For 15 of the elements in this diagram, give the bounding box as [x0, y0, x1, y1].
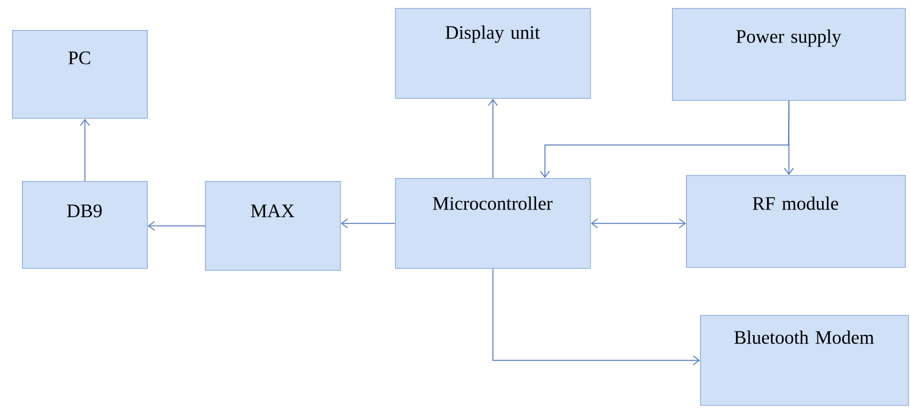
- arrow: [590, 218, 686, 228]
- block-box: Bluetooth Modem: [700, 314, 909, 406]
- block-box: MAX: [205, 180, 341, 271]
- arrow: [80, 118, 90, 182]
- block-box: Microcontroller: [395, 178, 591, 269]
- block-box: PC: [12, 30, 148, 119]
- arrow: [492, 268, 700, 366]
- arrow: [148, 220, 206, 231]
- arrow: [540, 100, 790, 178]
- block-box: DB9: [22, 180, 148, 269]
- block-box: Display unit: [395, 8, 591, 99]
- arrow: [488, 98, 498, 178]
- block-box: Power supply: [672, 8, 906, 101]
- arrow: [340, 218, 396, 228]
- block-box: RF module: [686, 174, 906, 268]
